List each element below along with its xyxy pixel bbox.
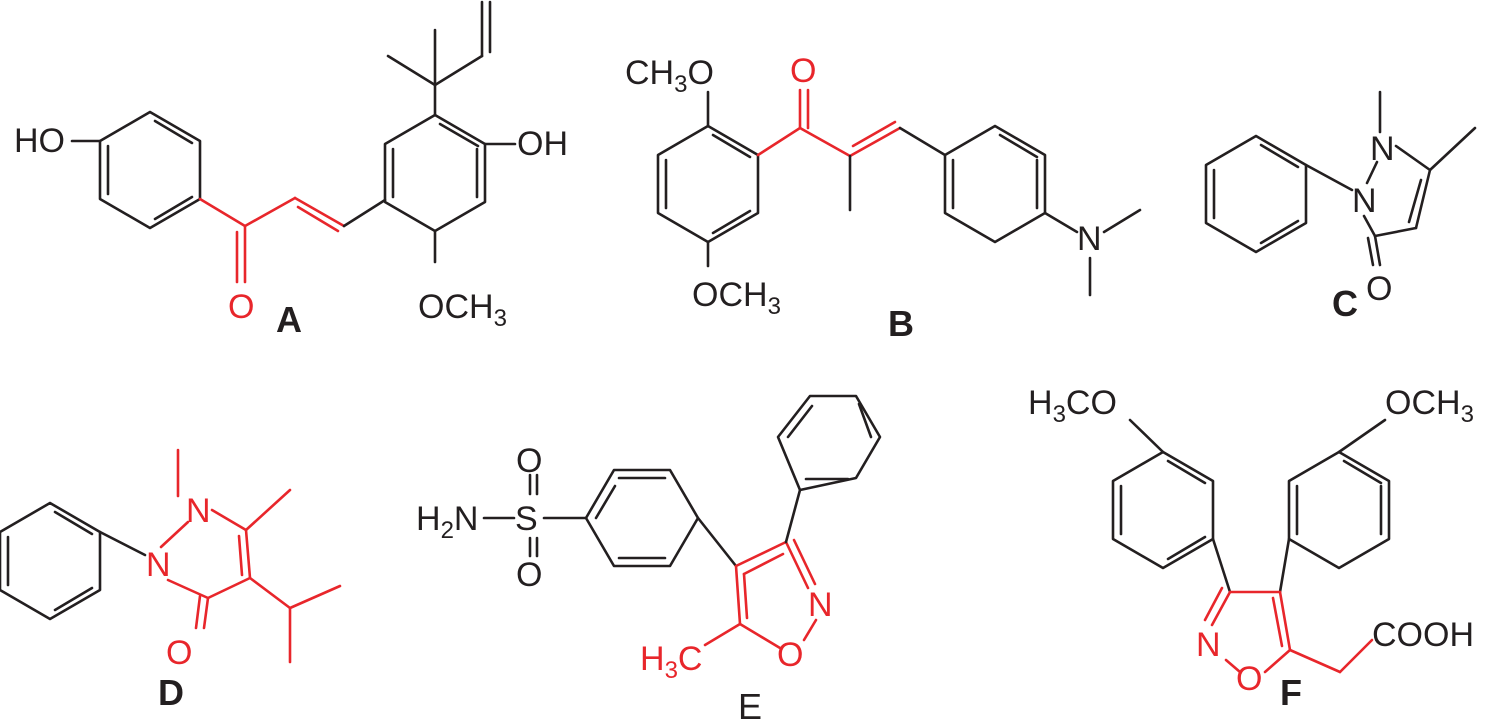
compound-b-dimethylaminophenyl-ring: [943, 124, 1047, 244]
compound-a-phenol-ring: [98, 110, 202, 230]
compound-b: CH3O OCH3 O N B: [625, 52, 1142, 344]
compound-a-carbonyl-oxygen: O: [228, 288, 254, 326]
compound-a-enone: [198, 196, 346, 284]
compound-b-methoxy-top: CH3O: [625, 54, 714, 98]
compound-c-phenyl-ring: [1204, 134, 1308, 254]
compound-f-left-methoxyphenyl-ring: [1111, 450, 1215, 570]
compound-b-amine-n: N: [1077, 220, 1102, 258]
compound-e-sulfonyl-o-top: O: [516, 442, 542, 480]
compound-d-carbonyl-oxygen: O: [166, 634, 192, 672]
compound-c-n2: N: [1370, 130, 1395, 168]
compound-b-dimethoxyphenyl-ring: [656, 124, 760, 244]
compound-b-enone: [756, 88, 902, 158]
compound-f-label: F: [1280, 672, 1302, 713]
compound-d-label: D: [158, 672, 184, 713]
compound-d: N N O D: [0, 448, 342, 713]
compound-e-phenyl-ring: [776, 394, 882, 492]
compound-a: HO O OH OCH3: [14, 0, 568, 340]
compound-a-hydroxy-left: HO: [14, 122, 65, 160]
compound-e-sulfonyl-o-bottom: O: [516, 556, 542, 594]
compound-e: H2N S O O N O H3C: [416, 394, 882, 719]
compound-c-n1: N: [1352, 182, 1377, 220]
compound-b-label: B: [888, 303, 914, 344]
compound-f-methoxy-right: OCH3: [1385, 384, 1474, 428]
compound-f-acid: COOH: [1372, 616, 1474, 654]
compound-c-pyrazolone-ring: [1362, 144, 1432, 238]
compound-a-aryl-ring: [383, 113, 487, 233]
compound-e-label: E: [738, 686, 762, 719]
compound-e-sulfur: S: [515, 500, 538, 538]
compound-f-right-methoxyphenyl-ring: [1287, 450, 1391, 570]
compound-a-label: A: [276, 299, 302, 340]
compound-d-phenyl-ring: [0, 501, 102, 621]
compound-e-amine: H2N: [416, 500, 478, 544]
compound-f-ring-o: O: [1236, 660, 1262, 698]
compound-a-hydroxy-right: OH: [517, 125, 568, 163]
compound-e-ring-o: O: [777, 636, 803, 674]
compound-e-ring-n: N: [808, 586, 833, 624]
compound-e-sulfonamidophenyl-ring: [584, 468, 700, 568]
compound-c-carbonyl-oxygen: O: [1366, 270, 1392, 308]
compound-f-methoxy-left: H3CO: [1028, 384, 1117, 428]
compound-d-n1: N: [146, 546, 171, 584]
compound-b-methoxy-bottom: OCH3: [692, 276, 781, 320]
compound-e-isoxazole-ring: [703, 538, 818, 650]
compound-c: N N O C: [1204, 90, 1477, 324]
compound-f-ring-n: N: [1196, 626, 1221, 664]
compound-a-methoxy: OCH3: [418, 288, 507, 332]
compound-a-prenyl: [386, 0, 492, 117]
compound-d-pyrazolone-ring: [159, 448, 342, 664]
compound-c-label: C: [1332, 283, 1358, 324]
compound-b-carbonyl-oxygen: O: [790, 52, 816, 90]
compound-f-isoxazole-ring: [1203, 586, 1374, 674]
compound-d-n2: N: [186, 492, 211, 530]
compound-f: H3CO OCH3 N O C: [1028, 384, 1474, 713]
compound-e-methyl: H3C: [640, 640, 702, 684]
